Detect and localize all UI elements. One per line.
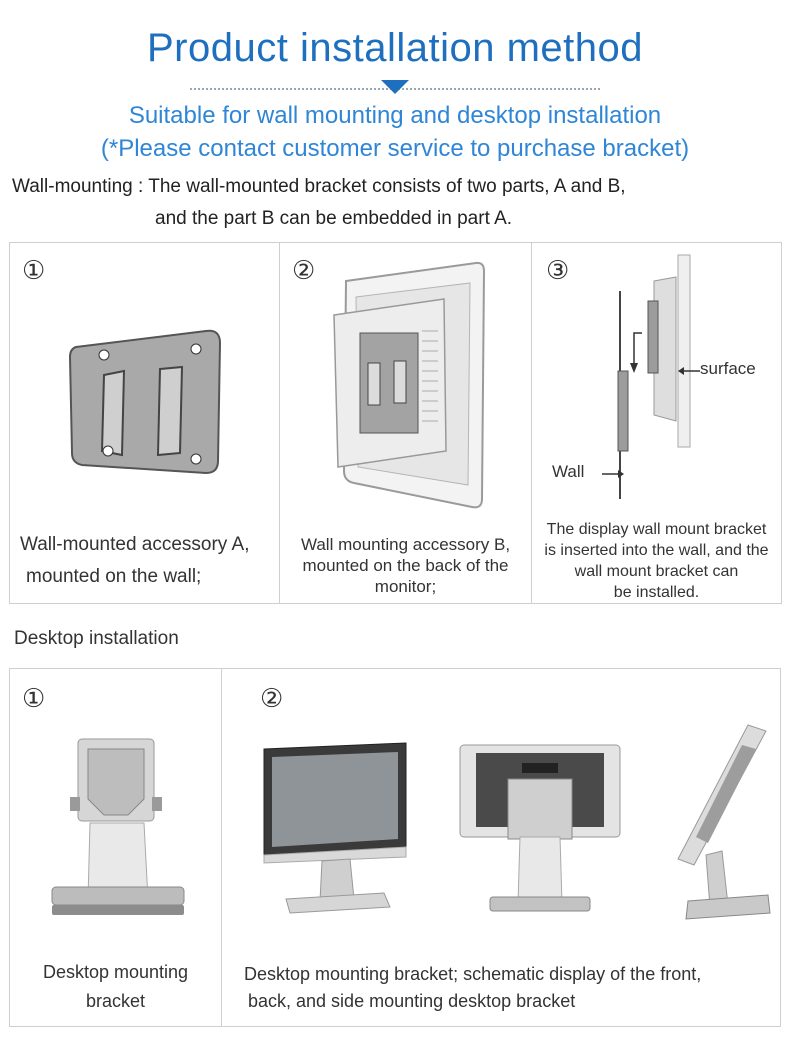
monitor-back-illustration [459,744,621,912]
desktop-step-2-panel: ② Desktop mounting bracket; schematic di… [221,668,781,1027]
step-number: ② [292,255,316,285]
step-caption-line-2: bracket [85,991,146,1011]
bracket-b-on-monitor-illustration [333,261,486,509]
step-caption-line-4: be installed. [613,584,700,601]
wall-step-2-panel: ② Wall mounting accessory B, mounted on … [279,242,532,604]
surface-arrow-icon [678,367,700,375]
wall-mount-side-illustration [617,254,691,499]
page-title: Product installation method [147,26,643,70]
label-surface: surface [700,359,756,378]
bracket-a-illustration [68,329,222,475]
subtitle-line-2: (*Please contact customer service to pur… [100,135,690,162]
step-number: ① [22,255,46,285]
step-caption-line-1: Desktop mounting bracket; schematic disp… [244,964,702,984]
step-caption-line-1: Wall mounting accessory B, [300,535,511,554]
wall-description-line-1: Wall-mounting : The wall-mounted bracket… [12,176,626,197]
step-caption-line-2: back, and side mounting desktop bracket [248,991,576,1011]
wall-arrow-icon [602,470,624,478]
wall-step-1-panel: ① Wall-mounted accessory A, mounted on t… [9,242,280,604]
desktop-heading: Desktop installation [14,628,179,649]
step-caption-line-2: mounted on the wall; [26,566,202,587]
monitor-front-illustration [263,742,407,914]
step-caption-line-3: wall mount bracket can [574,563,739,580]
subtitle-line-1: Suitable for wall mounting and desktop i… [128,102,662,129]
wall-description-line-2: and the part B can be embedded in part A… [155,208,513,229]
wall-step-3-panel: ③ surface Wall The display wall mount br… [531,242,782,604]
step-caption-line-2: mounted on the back of the [302,556,509,575]
step-caption-line-1: The display wall mount bracket [546,521,767,538]
label-wall: Wall [552,462,585,481]
step-caption-line-1: Desktop mounting [42,962,189,982]
step-number: ① [22,683,46,713]
step-caption-line-2: is inserted into the wall, and the [544,542,769,559]
step-caption-line-3: monitor; [374,577,437,596]
desktop-stand-illustration [51,738,185,915]
monitor-side-illustration [677,724,771,920]
step-caption-line-1: Wall-mounted accessory A, [20,534,250,555]
desktop-step-1-panel: ① Desktop mounting bracket [9,668,222,1027]
down-arrow-icon [381,80,409,94]
step-number: ③ [546,255,570,285]
step-number: ② [260,683,284,713]
